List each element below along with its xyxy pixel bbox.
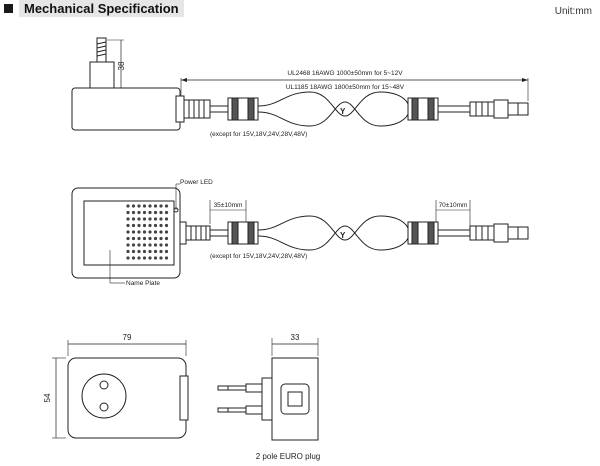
section-title: Mechanical Specification [19, 0, 184, 17]
cable-spec-2: UL1185 18AWG 1800±50mm for 15~48V [286, 84, 405, 91]
right-ferrite-dimension: 70±10mm [439, 202, 468, 209]
euro-plug-face [81, 373, 127, 419]
strain-relief [183, 99, 211, 119]
plug-base [89, 61, 115, 89]
side-plug-view-drawing: 33 [217, 333, 319, 441]
cable-spec-1: UL2468 16AWG 1000±50mm for 5~12V [287, 70, 403, 77]
side-view-drawing: 38 Y [71, 37, 529, 138]
cable-tie-marker-2: Y [340, 231, 346, 240]
except-note-2: (except for 15V,18V,24V,28V,48V) [210, 253, 307, 260]
cable-tie-marker: Y [340, 107, 346, 116]
vent-holes [126, 204, 169, 260]
height-dimension: 38 [117, 61, 126, 70]
plug-caption: 2 pole EURO plug [256, 452, 320, 461]
left-ferrite-dimension: 35±10mm [214, 202, 243, 209]
power-led-label: Power LED [180, 179, 213, 186]
adapter-body [71, 87, 181, 131]
unit-label: Unit:mm [554, 6, 592, 17]
width-dimension: 79 [123, 333, 132, 342]
section-header: Mechanical Specification [0, 0, 184, 17]
name-plate-label: Name Plate [126, 280, 160, 287]
except-note-1: (except for 15V,18V,24V,28V,48V) [210, 131, 307, 138]
top-view-drawing: Power LED Name Plate Y [71, 179, 529, 287]
height-dimension-front: 54 [43, 393, 52, 402]
depth-dimension: 33 [291, 333, 300, 342]
header-marker-icon [4, 3, 13, 13]
front-view-drawing: 79 54 [43, 333, 189, 439]
